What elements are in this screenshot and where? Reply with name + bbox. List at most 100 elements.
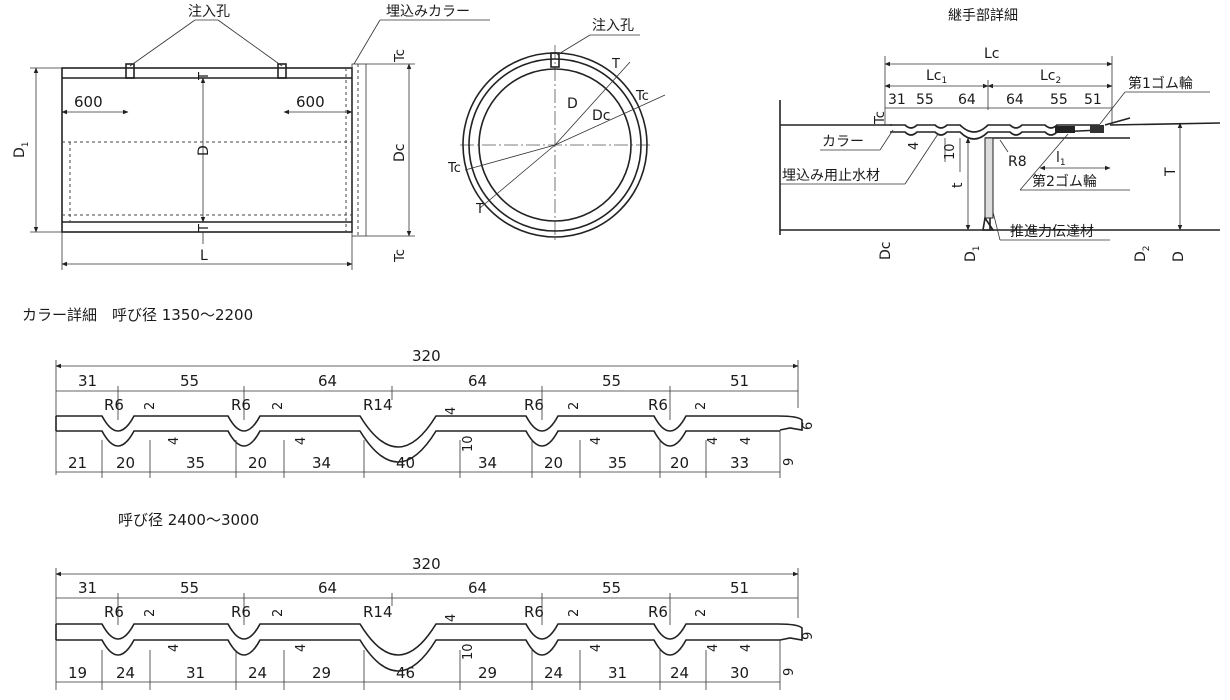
joint-t-label: t bbox=[950, 182, 966, 188]
cd2-d2-d: 2 bbox=[694, 609, 709, 617]
cd1-bot-9: 20 bbox=[670, 454, 689, 472]
joint-detail-title: 継手部詳細 bbox=[948, 8, 1018, 24]
cd2-bot-10: 30 bbox=[730, 664, 749, 682]
cd2-top-51: 51 bbox=[730, 579, 749, 597]
collar-detail-2-title: 呼び径 2400〜3000 bbox=[118, 511, 259, 529]
R8-label: R8 bbox=[1008, 154, 1027, 170]
rubber-ring-2-label: 第2ゴム輪 bbox=[1032, 173, 1097, 190]
cd1-R6-d: R6 bbox=[648, 396, 668, 414]
cd1-d4-b: 4 bbox=[294, 437, 309, 445]
Lc-label: Lc bbox=[984, 46, 1000, 62]
cd2-top-64a: 64 bbox=[318, 579, 337, 597]
cd2-d10: 10 bbox=[461, 643, 476, 660]
cross-D-label: D bbox=[567, 96, 578, 112]
joint-dim-55b: 55 bbox=[1050, 92, 1068, 108]
pipe-side-view: 注入孔 埋込みカラー 600 600 D T T D1 Dc Tc Tc L bbox=[12, 4, 490, 270]
joint-dim-51: 51 bbox=[1084, 92, 1102, 108]
cd1-top-64a: 64 bbox=[318, 372, 337, 390]
Lc2-label: Lc2 bbox=[1040, 68, 1061, 86]
cd1-d2-d: 2 bbox=[694, 402, 709, 410]
collar-detail-2400-3000: 呼び径 2400〜3000 320 31 55 64 64 55 51 R6 R… bbox=[55, 511, 816, 690]
cd2-d9b: 9 bbox=[782, 668, 797, 676]
cd1-d4-a: 4 bbox=[167, 437, 182, 445]
cd1-bot-1: 20 bbox=[116, 454, 135, 472]
L-label: L bbox=[200, 248, 208, 264]
Dc-label: Dc bbox=[392, 144, 408, 162]
T-top-label: T bbox=[197, 72, 212, 81]
cd2-R14: R14 bbox=[363, 603, 393, 621]
cd1-d2-b: 2 bbox=[271, 402, 286, 410]
cd1-R6-b: R6 bbox=[231, 396, 251, 414]
cd1-R6-a: R6 bbox=[104, 396, 124, 414]
cd1-bot-4: 34 bbox=[312, 454, 331, 472]
collar-label: カラー bbox=[822, 134, 864, 150]
cd2-bot-1: 24 bbox=[116, 664, 135, 682]
embedded-collar-label: 埋込みカラー bbox=[386, 4, 470, 20]
dim-600-left: 600 bbox=[74, 93, 103, 111]
cd2-bot-0: 19 bbox=[68, 664, 87, 682]
cd2-d4-a: 4 bbox=[167, 644, 182, 652]
cd2-d4-d: 4 bbox=[589, 644, 604, 652]
joint-dim-64a: 64 bbox=[958, 92, 976, 108]
joint-D-label: D bbox=[1171, 251, 1187, 262]
cd2-d4-e: 4 bbox=[706, 644, 721, 652]
cd1-bot-7: 20 bbox=[544, 454, 563, 472]
Tc-bottom-label: Tc bbox=[393, 249, 408, 263]
cd1-d6: 6 bbox=[801, 422, 816, 430]
cd2-d4-c: 4 bbox=[444, 614, 459, 622]
cd1-bot-10: 33 bbox=[730, 454, 749, 472]
cd2-top-31: 31 bbox=[78, 579, 97, 597]
Tc-lower-label: Tc bbox=[447, 161, 461, 176]
cd2-d2-b: 2 bbox=[271, 609, 286, 617]
cd1-bot-6: 34 bbox=[478, 454, 497, 472]
D1-label: D1 bbox=[12, 141, 31, 158]
cd1-total: 320 bbox=[412, 347, 441, 365]
collar-detail-1-title: カラー詳細 呼び径 1350〜2200 bbox=[22, 306, 253, 324]
cd2-d4-f: 4 bbox=[739, 644, 754, 652]
cd1-d4-f: 4 bbox=[739, 437, 754, 445]
cd2-top-64b: 64 bbox=[468, 579, 487, 597]
cd1-d4-e: 4 bbox=[706, 437, 721, 445]
joint-dim-64b: 64 bbox=[1006, 92, 1024, 108]
T-upper-label: T bbox=[611, 57, 620, 72]
injection-hole-label: 注入孔 bbox=[188, 4, 230, 20]
dim-600-right: 600 bbox=[296, 93, 325, 111]
T-lower-label: T bbox=[475, 202, 484, 217]
cd1-R6-c: R6 bbox=[524, 396, 544, 414]
cd2-total: 320 bbox=[412, 555, 441, 573]
cd2-R6-a: R6 bbox=[104, 603, 124, 621]
cd1-bot-0: 21 bbox=[68, 454, 87, 472]
cd2-bot-6: 29 bbox=[478, 664, 497, 682]
cd2-bot-4: 29 bbox=[312, 664, 331, 682]
cd2-d2-c: 2 bbox=[567, 609, 582, 617]
cd2-bot-3: 24 bbox=[248, 664, 267, 682]
cd2-R6-b: R6 bbox=[231, 603, 251, 621]
cd1-top-51: 51 bbox=[730, 372, 749, 390]
Lc1-label: Lc1 bbox=[926, 68, 947, 86]
cd1-top-55a: 55 bbox=[180, 372, 199, 390]
cd1-d2-c: 2 bbox=[567, 402, 582, 410]
cd2-bot-5: 46 bbox=[396, 664, 415, 682]
joint-detail-view: 継手部詳細 Lc Lc1 Lc2 31 55 64 64 55 51 bbox=[779, 8, 1221, 262]
joint-T-label: T bbox=[1163, 167, 1179, 177]
cd2-bot-2: 31 bbox=[186, 664, 205, 682]
cd1-bot-8: 35 bbox=[608, 454, 627, 472]
cd1-d10: 10 bbox=[461, 435, 476, 452]
cd2-R6-c: R6 bbox=[524, 603, 544, 621]
stop-water-label: 埋込み用止水材 bbox=[782, 168, 880, 184]
cd1-d9: 9 bbox=[782, 458, 797, 466]
cd2-bot-7: 24 bbox=[544, 664, 563, 682]
cross-Dc-label: Dc bbox=[592, 108, 610, 124]
joint-Tc-label: Tc bbox=[873, 111, 888, 125]
cd2-d2-a: 2 bbox=[143, 609, 158, 617]
cd2-d4-b: 4 bbox=[294, 644, 309, 652]
joint-dim-55a: 55 bbox=[916, 92, 934, 108]
cd2-bot-8: 31 bbox=[608, 664, 627, 682]
joint-Dc-label: Dc bbox=[878, 242, 894, 260]
cd1-bot-3: 20 bbox=[248, 454, 267, 472]
joint-dim-31: 31 bbox=[888, 92, 906, 108]
cd1-d4-c: 4 bbox=[444, 407, 459, 415]
cd1-top-55b: 55 bbox=[602, 372, 621, 390]
D-label: D bbox=[196, 145, 212, 156]
